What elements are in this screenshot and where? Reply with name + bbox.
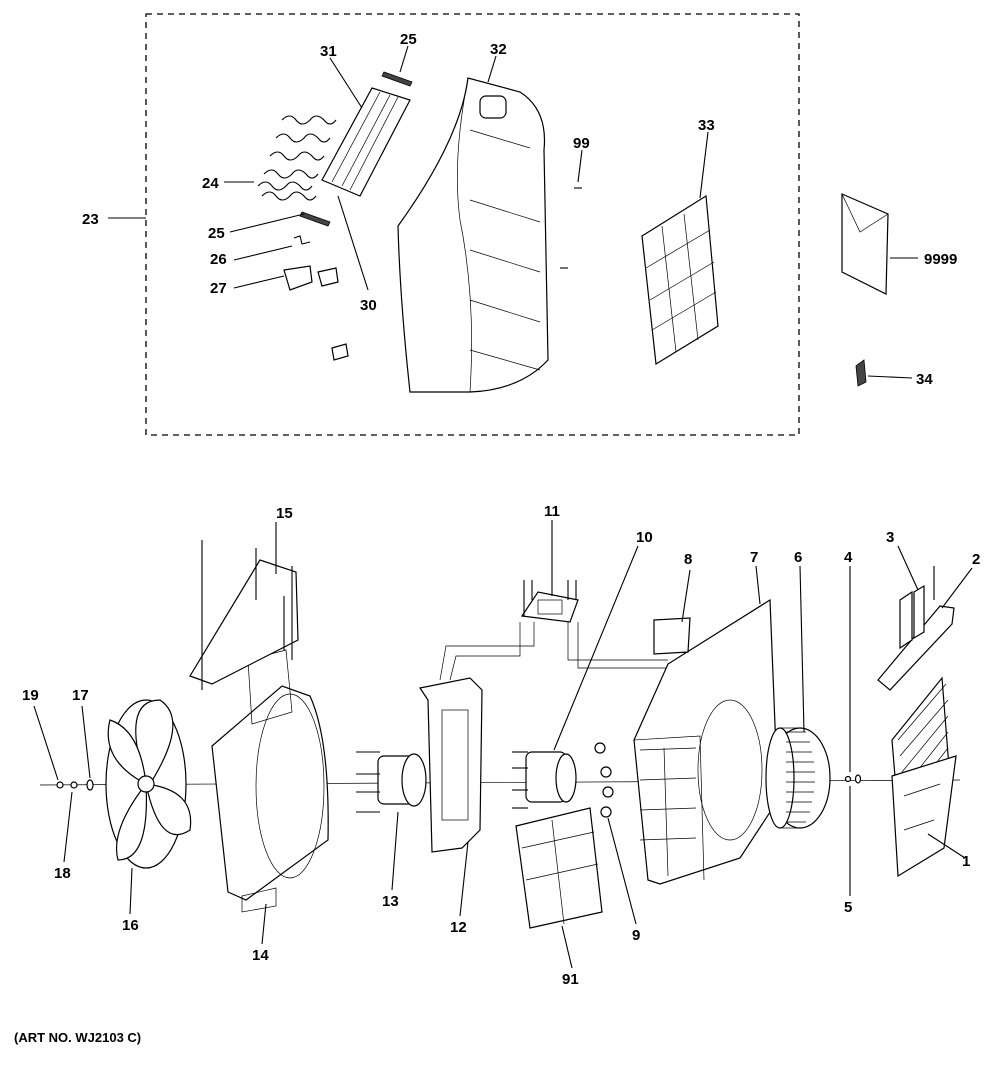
callout-30: 30 — [360, 297, 377, 314]
louver-motor-part — [283, 265, 349, 361]
callout-27: 27 — [210, 280, 227, 297]
fan-motor-part — [356, 751, 427, 813]
washer-part — [70, 781, 78, 789]
callout-24: 24 — [202, 175, 219, 192]
callout-34: 34 — [916, 371, 933, 388]
blower-wheel-part — [765, 727, 831, 829]
callout-25-bottom: 25 — [208, 225, 225, 242]
blower-nut-part — [844, 775, 852, 783]
blower-washer-part — [854, 774, 862, 784]
control-box-cover-part — [520, 580, 579, 623]
callout-15: 15 — [276, 505, 293, 522]
clip-ring-part — [86, 779, 94, 791]
coil-cover-part — [891, 755, 957, 878]
callout-33: 33 — [698, 117, 715, 134]
callout-25-top: 25 — [400, 31, 417, 48]
callout-7: 7 — [750, 549, 758, 566]
callout-10: 10 — [636, 529, 653, 546]
callout-32: 32 — [490, 41, 507, 58]
art-number-label: (ART NO. WJ2103 C) — [14, 1030, 142, 1045]
callout-6: 6 — [794, 549, 802, 566]
callout-23: 23 — [82, 211, 99, 228]
callout-9999: 9999 — [924, 251, 957, 268]
callout-16: 16 — [122, 917, 139, 934]
callout-9: 9 — [632, 927, 640, 944]
callout-2: 2 — [972, 551, 980, 568]
callout-8: 8 — [684, 551, 692, 568]
callout-18: 18 — [54, 865, 71, 882]
callout-91: 91 — [562, 971, 579, 988]
blower-housing-part — [633, 598, 779, 885]
base-pan-part — [515, 807, 603, 929]
callout-11: 11 — [544, 503, 560, 520]
vertical-vanes-part — [321, 87, 411, 197]
callout-99: 99 — [573, 135, 590, 152]
callout-26: 26 — [210, 251, 227, 268]
clip-part — [855, 359, 867, 387]
motor-mount-part — [419, 677, 483, 853]
callout-13: 13 — [382, 893, 399, 910]
link-bar-bottom-part — [299, 211, 331, 227]
air-filter-part — [641, 194, 719, 366]
condenser-fan-part — [105, 699, 192, 869]
orifice-plate-part — [653, 617, 691, 655]
nut-part — [56, 781, 64, 789]
condenser-shroud-part — [211, 649, 329, 913]
callout-12: 12 — [450, 919, 467, 936]
front-panel-part — [397, 77, 549, 393]
louver-blades-part — [257, 115, 337, 201]
assembly-boundary-box — [145, 13, 800, 436]
callout-5: 5 — [844, 899, 852, 916]
crank-part — [293, 235, 311, 245]
shroud-cover-part — [189, 540, 299, 690]
grommets-part — [594, 742, 614, 818]
callout-17: 17 — [72, 687, 89, 704]
leader-lines — [33, 45, 973, 969]
link-bar-top-part — [381, 71, 413, 87]
callout-14: 14 — [252, 947, 269, 964]
callout-1: 1 — [962, 853, 970, 870]
blower-motor-part — [512, 751, 577, 809]
callout-3: 3 — [886, 529, 894, 546]
coil-bracket-part — [877, 566, 955, 691]
callout-4: 4 — [844, 549, 853, 566]
callout-19: 19 — [22, 687, 39, 704]
callout-31: 31 — [320, 43, 337, 60]
